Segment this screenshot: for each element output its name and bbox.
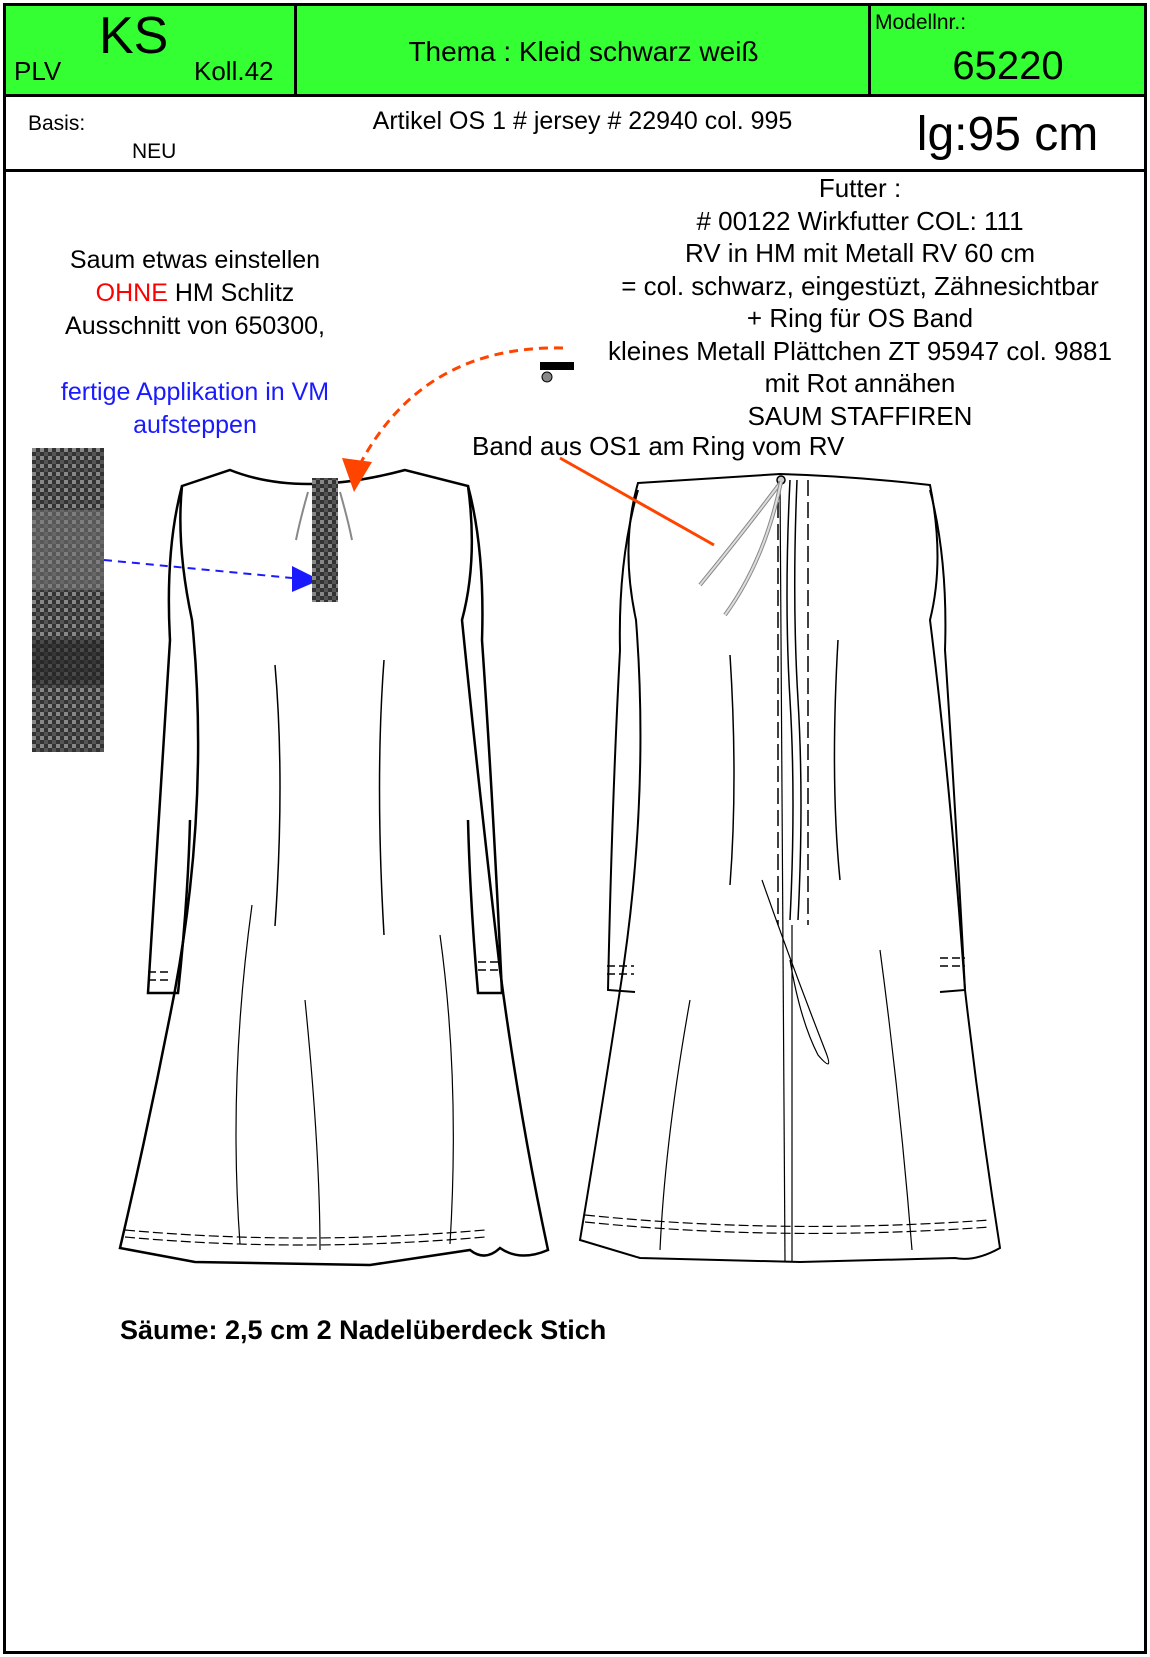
fabric-swatch-image: [32, 448, 104, 752]
footer-hem-note: Säume: 2,5 cm 2 Nadelüberdeck Stich: [120, 1315, 607, 1345]
note-zipper: RV in HM mit Metall RV 60 cm: [684, 238, 1036, 268]
brand-logo: KS: [99, 7, 169, 65]
basis-label: Basis:: [28, 112, 86, 135]
model-number: 65220: [952, 44, 1064, 88]
note-ring: + Ring für OS Band: [746, 303, 974, 333]
article-info: Artikel OS 1 # jersey # 22940 col. 995: [372, 107, 793, 135]
header-divider-1: [294, 6, 297, 169]
note-hem-adjust: Saum etwas einstellen: [69, 246, 321, 274]
notes-right: Futter : # 00122 Wirkfutter COL: 111 RV …: [560, 172, 1150, 432]
note-neckline: Ausschnitt von 650300,: [65, 312, 325, 340]
applique-panel: [312, 478, 338, 602]
note-band: Band aus OS1 am Ring vom RV: [472, 431, 845, 461]
note-hem-finish: SAUM STAFFIREN: [747, 400, 973, 431]
note-no-slit: OHNE HM Schlitz: [20, 281, 370, 306]
collection-label: Koll.42: [194, 56, 274, 86]
note-lining-title: Futter :: [818, 173, 902, 203]
zipper-arrow: [342, 346, 564, 492]
note-applique-2: aufsteppen: [133, 411, 257, 439]
note-metal-plate: kleines Metall Plättchen ZT 95947 col. 9…: [608, 335, 1112, 366]
note-zipper-color: = col. schwarz, eingestüzt, Zähnesichtba…: [621, 270, 1099, 301]
note-no-slit-rest: HM Schlitz: [167, 279, 295, 307]
model-label: Modellnr.:: [875, 11, 967, 34]
theme-title: Thema : Kleid schwarz weiß: [408, 36, 759, 67]
note-no-slit-red: OHNE: [95, 279, 168, 307]
length-info: lg:95 cm: [916, 108, 1099, 161]
header-row-top: PLV KS Koll.42 Thema : Kleid schwarz wei…: [6, 6, 1144, 97]
band-leader-line: [559, 456, 715, 547]
header-divider-2: [868, 6, 871, 169]
brand-small: PLV: [14, 56, 62, 86]
note-lining-fabric: # 00122 Wirkfutter COL: 111: [696, 205, 1024, 236]
note-sew-red: mit Rot annähen: [764, 368, 956, 398]
back-dress-sketch: [578, 472, 1002, 1264]
front-dress-sketch: [118, 468, 550, 1267]
header-row-bottom: Basis: NEU Artikel OS 1 # jersey # 22940…: [6, 97, 1144, 172]
note-applique-1: fertige Applikation in VM: [60, 378, 330, 406]
tech-sheet: PLV KS Koll.42 Thema : Kleid schwarz wei…: [3, 3, 1147, 1654]
applique-arrow: [103, 559, 320, 592]
metal-plate-icon: [540, 362, 574, 383]
basis-value: NEU: [132, 140, 177, 163]
